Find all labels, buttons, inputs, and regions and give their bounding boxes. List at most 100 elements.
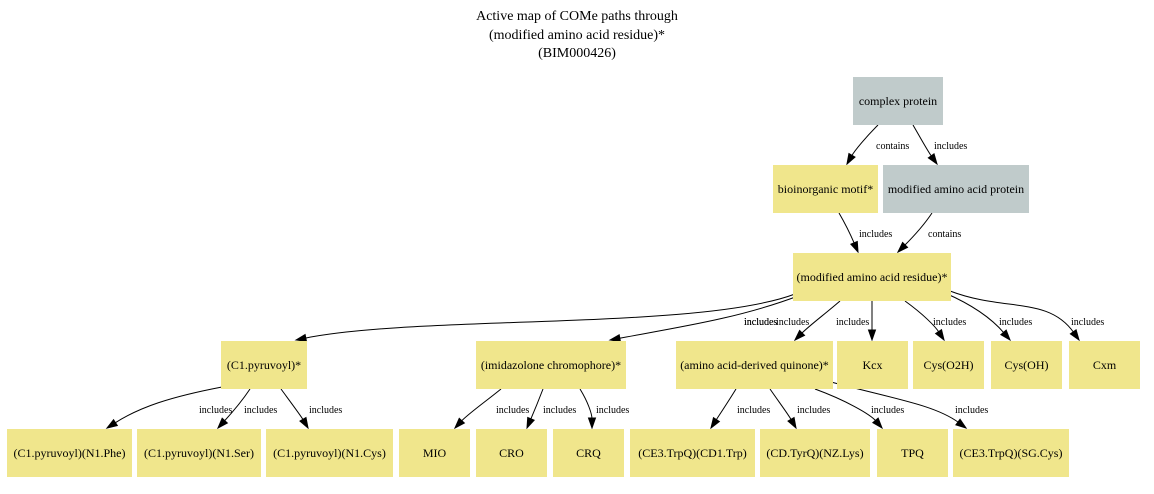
edge-line (280, 388, 304, 421)
node-box[interactable] (883, 165, 1029, 213)
node-cxm[interactable]: Cxm (1069, 341, 1140, 389)
edge-bioinorg-to-modres: includes (838, 212, 892, 254)
edge-modres-to-imid: includes (608, 295, 799, 343)
edge-modres-to-pyruvoyl: includes (294, 293, 796, 343)
node-bioinorg[interactable]: bioinorganic motif* (773, 165, 878, 213)
node-box[interactable] (853, 77, 943, 125)
node-box[interactable] (630, 429, 755, 477)
edge-line (460, 388, 502, 422)
node-box[interactable] (476, 429, 547, 477)
node-box[interactable] (553, 429, 624, 477)
arrowhead (608, 333, 622, 343)
node-imid[interactable]: (imidazolone chromophore)* (476, 341, 626, 389)
edge-modres-to-cyso2h: includes (904, 300, 966, 342)
node-box[interactable] (676, 341, 833, 389)
edge-line (912, 124, 933, 157)
node-box[interactable] (837, 341, 908, 389)
edge-imid-to-crq: includes (579, 388, 629, 430)
node-label: (C1.pyruvoyl)(N1.Phe) (14, 446, 126, 460)
node-label: (modified amino acid residue)* (797, 270, 948, 284)
node-label: modified amino acid protein (888, 182, 1024, 196)
node-box[interactable] (266, 429, 393, 477)
edge-imid-to-mio: includes (453, 388, 529, 430)
edge-label: includes (836, 317, 869, 328)
node-pphe[interactable]: (C1.pyruvoyl)(N1.Phe) (7, 429, 132, 477)
node-modres[interactable]: (modified amino acid residue)* (793, 253, 951, 301)
node-mio[interactable]: MIO (399, 429, 470, 477)
node-label: MIO (423, 446, 447, 460)
arrowhead (216, 417, 229, 430)
node-box[interactable] (793, 253, 951, 301)
edge-line (530, 388, 544, 420)
edge-pyruvoyl-to-pphe: includes (105, 386, 232, 429)
node-label: (C1.pyruvoyl)(N1.Cys) (273, 446, 386, 460)
node-label: CRQ (576, 446, 601, 460)
edge-label: includes (871, 405, 904, 416)
node-quinone[interactable]: (amino acid-derived quinone)* (676, 341, 833, 389)
arrowhead (955, 418, 968, 429)
edge-label: includes (496, 405, 529, 416)
node-ce3cys[interactable]: (CE3.TrpQ)(SG.Cys) (953, 429, 1069, 477)
edge-pyruvoyl-to-pcys: includes (280, 388, 342, 430)
node-label: (CD.TyrQ)(NZ.Lys) (766, 446, 863, 460)
node-ce3trp[interactable]: (CE3.TrpQ)(CD1.Trp) (630, 429, 755, 477)
node-label: (imidazolone chromophore)* (481, 358, 621, 372)
node-box[interactable] (1069, 341, 1140, 389)
edge-line (838, 212, 855, 244)
arrowhead (793, 329, 806, 342)
node-box[interactable] (953, 429, 1069, 477)
arrowhead (846, 152, 856, 166)
node-box[interactable] (760, 429, 870, 477)
node-box[interactable] (399, 429, 470, 477)
node-box[interactable] (476, 341, 626, 389)
node-label: bioinorganic motif* (778, 182, 873, 196)
node-box[interactable] (137, 429, 261, 477)
arrowhead (526, 416, 536, 430)
edge-modres-to-cxm: includes (949, 290, 1104, 342)
node-cyso2h[interactable]: Cys(O2H) (913, 341, 984, 389)
arrowhead (587, 417, 597, 430)
edge-line (944, 292, 1005, 334)
node-pser[interactable]: (C1.pyruvoyl)(N1.Ser) (137, 429, 261, 477)
node-kcx[interactable]: Kcx (837, 341, 908, 389)
arrowhead (871, 417, 883, 430)
node-label: Cxm (1093, 358, 1117, 372)
node-box[interactable] (913, 341, 984, 389)
edge-line (223, 388, 251, 422)
edge-quinone-to-ce3trp: includes (710, 388, 770, 430)
node-box[interactable] (7, 429, 132, 477)
node-pcys[interactable]: (C1.pyruvoyl)(N1.Cys) (266, 429, 393, 477)
edge-label: includes (244, 405, 277, 416)
node-box[interactable] (991, 341, 1062, 389)
arrowhead (934, 328, 945, 342)
node-pyruvoyl[interactable]: (C1.pyruvoyl)* (221, 341, 307, 389)
node-label: (amino acid-derived quinone)* (680, 358, 829, 372)
node-box[interactable] (221, 341, 307, 389)
edge-label: contains (928, 229, 961, 240)
arrowhead (896, 241, 909, 254)
edge-line (769, 388, 792, 421)
node-cdtyr[interactable]: (CD.TyrQ)(NZ.Lys) (760, 429, 870, 477)
node-tpq[interactable]: TPQ (877, 429, 948, 477)
edge-modprot-to-modres: contains (896, 212, 961, 254)
edge-label: includes (1071, 317, 1104, 328)
edge-imid-to-cro: includes (526, 388, 576, 430)
edge-complex-to-modprot: includes (912, 124, 967, 166)
edge-line (114, 386, 223, 424)
node-cysoh[interactable]: Cys(OH) (991, 341, 1062, 389)
node-box[interactable] (773, 165, 878, 213)
nodes-layer: complex protein bioinorganic motif* modifi… (7, 77, 1140, 477)
title-line-2: (modified amino acid residue)* (488, 28, 666, 43)
edge-quinone-to-tpq: includes (814, 388, 904, 430)
node-box[interactable] (877, 429, 948, 477)
node-cro[interactable]: CRO (476, 429, 547, 477)
arrowhead (927, 153, 938, 166)
edge-label: includes (776, 317, 809, 328)
node-modprot[interactable]: modified amino acid protein (883, 165, 1029, 213)
arrowhead (294, 333, 308, 343)
node-crq[interactable]: CRQ (553, 429, 624, 477)
edge-label: includes (744, 317, 777, 328)
arrowhead (710, 416, 721, 430)
node-complex[interactable]: complex protein (853, 77, 943, 125)
